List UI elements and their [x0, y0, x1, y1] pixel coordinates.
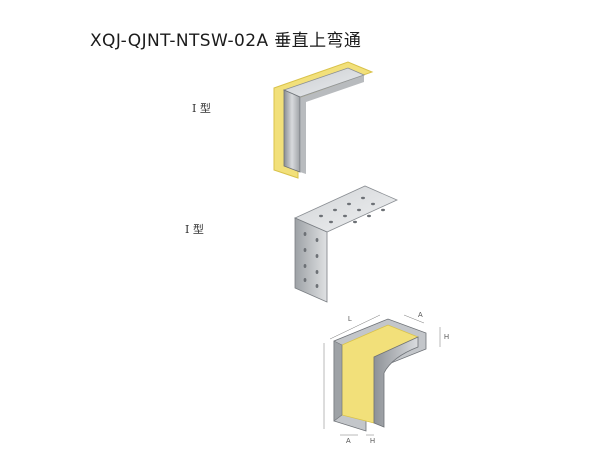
- dim-width-label-bottom: A: [346, 438, 351, 445]
- vertical-bend-perforated-diagram: [294, 185, 398, 303]
- inner-curve: [373, 336, 419, 428]
- dim-height-label-bottom: H: [370, 438, 375, 445]
- figure-1-type-label: I 型: [192, 102, 211, 115]
- dim-length-label: L: [348, 316, 352, 323]
- side-holes: [303, 232, 319, 288]
- vertical-bend-dimensioned-diagram: L A H A H: [323, 312, 449, 445]
- side-perforated-plate: [294, 217, 328, 303]
- front-face: [333, 340, 343, 422]
- front-plate: [283, 89, 301, 173]
- dim-height-label-right: H: [444, 334, 449, 341]
- figure-2-type-label: I 型: [185, 223, 204, 236]
- top-holes: [319, 196, 385, 224]
- vertical-bend-closed-diagram: [273, 61, 374, 179]
- dimension-lines: [323, 314, 441, 436]
- page-title: XQJ-QJNT-NTSW-02A 垂直上弯通: [90, 31, 362, 51]
- dim-width-label-top: A: [418, 312, 423, 319]
